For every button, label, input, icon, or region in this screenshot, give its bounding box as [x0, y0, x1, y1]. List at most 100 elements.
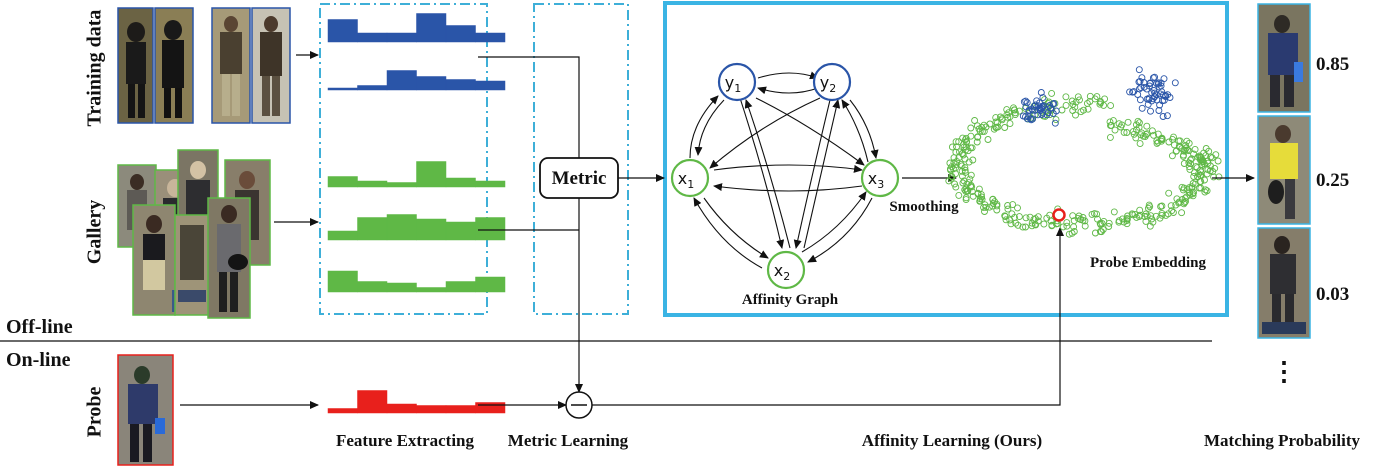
embedding-point-gallery-210 [1215, 173, 1223, 181]
embedding-point-gallery-181 [1190, 173, 1198, 180]
embedding-point-gallery-386 [1143, 130, 1151, 138]
embedding-point-training-523 [1137, 84, 1145, 92]
embedding-point-gallery-362 [1193, 164, 1201, 172]
gallery-image-7 [207, 197, 251, 319]
embedding-point-training-506 [1160, 96, 1168, 104]
node-x1-label: x1 [678, 169, 694, 191]
embedding-point-gallery-353 [961, 168, 969, 176]
embedding-point-gallery-419 [1106, 133, 1114, 141]
embedding-point-gallery-337 [1081, 217, 1089, 225]
feature-box [319, 3, 488, 315]
embedding-point-training-510 [1145, 96, 1153, 104]
embedding-point-training-474 [1046, 102, 1054, 109]
embedding-point-gallery-19 [1178, 209, 1186, 217]
embedding-point-gallery-390 [1028, 222, 1036, 230]
embedding-point-gallery-21 [975, 185, 983, 193]
training-image-4 [251, 7, 291, 124]
embedding-point-training-473 [1023, 99, 1031, 107]
embedding-point-training-437 [1037, 89, 1045, 96]
embedding-point-gallery-334 [1001, 212, 1009, 220]
embedding-point-gallery-426 [984, 136, 992, 143]
embedding-point-gallery-251 [976, 197, 984, 205]
embedding-point-gallery-102 [1079, 214, 1087, 221]
embedding-point-gallery-106 [981, 208, 988, 215]
histogram-bar-training-1-1 [327, 19, 358, 43]
embedding-point-gallery-314 [1014, 221, 1022, 229]
embedding-point-gallery-308 [946, 159, 954, 167]
embedding-point-gallery-350 [974, 133, 982, 141]
embedding-point-gallery-331 [952, 148, 960, 156]
embedding-point-gallery-423 [1209, 168, 1217, 175]
embedding-point-gallery-340 [1185, 163, 1193, 171]
embedding-point-gallery-356 [1131, 210, 1139, 218]
embedding-point-gallery-192 [1069, 212, 1077, 220]
embedding-point-gallery-279 [1185, 147, 1193, 155]
embedding-point-training-529 [1162, 93, 1169, 101]
embedding-point-gallery-427 [1175, 142, 1183, 150]
embedding-point-training-472 [1023, 115, 1031, 123]
stage-label-metric: Metric Learning [508, 431, 629, 450]
embedding-point-gallery-317 [1190, 150, 1198, 158]
embedding-point-gallery-97 [1143, 122, 1151, 130]
embedding-point-gallery-211 [1150, 131, 1158, 139]
embedding-point-gallery-249 [1011, 111, 1019, 119]
embedding-point-gallery-147 [982, 123, 990, 131]
node-x2-label: x2 [774, 261, 790, 283]
embedding-point-gallery-396 [1172, 147, 1180, 155]
embedding-point-gallery-351 [1214, 157, 1222, 165]
embedding-point-gallery-280 [1001, 213, 1009, 220]
embedding-point-gallery-392 [1187, 156, 1194, 164]
embedding-point-gallery-241 [1181, 146, 1189, 154]
embedding-point-training-527 [1140, 79, 1148, 86]
embedding-point-gallery-378 [1185, 139, 1193, 147]
histogram-bar-gallery-3-6 [475, 276, 506, 293]
histogram-bar-training-1-5 [445, 25, 476, 43]
embedding-point-training-455 [1039, 94, 1047, 102]
embedding-point-training-511 [1135, 66, 1143, 74]
online-label: On-line [6, 349, 71, 371]
embedding-point-gallery-144 [967, 132, 975, 140]
node-x2: x2 [766, 250, 806, 290]
embedding-point-gallery-388 [992, 123, 1000, 131]
embedding-point-gallery-415 [1097, 221, 1105, 229]
embedding-point-gallery-412 [959, 179, 967, 187]
embedding-point-gallery-278 [1183, 186, 1191, 194]
embedding-point-gallery-425 [961, 164, 969, 172]
node-x1: x1 [670, 158, 710, 198]
embedding-point-gallery-154 [1180, 184, 1188, 192]
embedding-point-training-454 [1030, 103, 1038, 110]
embedding-point-gallery-232 [1015, 107, 1023, 115]
embedding-point-gallery-364 [1106, 118, 1114, 126]
histogram-bar-gallery-3-4 [416, 287, 447, 293]
embedding-point-gallery-319 [1154, 130, 1162, 138]
embedding-point-gallery-346 [1107, 102, 1115, 110]
embedding-point-gallery-333 [1154, 138, 1162, 146]
embedding-point-gallery-47 [1210, 173, 1218, 181]
embedding-point-training-513 [1138, 104, 1146, 112]
embedding-point-gallery-389 [1197, 154, 1205, 162]
embedding-point-gallery-163 [1144, 204, 1152, 212]
embedding-point-gallery-62 [969, 156, 977, 164]
embedding-point-training-450 [1049, 110, 1057, 117]
embedding-point-gallery-200 [1105, 219, 1113, 227]
embedding-point-training-468 [1025, 107, 1033, 115]
embedding-point-gallery-416 [1097, 97, 1104, 105]
matching-images [1257, 3, 1311, 339]
embedding-point-training-447 [1050, 100, 1058, 107]
embedding-point-gallery-424 [989, 196, 997, 203]
histogram-bar-gallery-2-4 [416, 218, 447, 241]
embedding-point-training-441 [1020, 98, 1028, 106]
embedding-point-gallery-379 [1098, 220, 1106, 227]
embedding-point-gallery-143 [993, 206, 1001, 214]
embedding-point-gallery-100 [948, 143, 956, 151]
embedding-point-gallery-204 [1123, 220, 1131, 228]
affinity-frame [663, 1, 1229, 317]
embedding-point-gallery-258 [1046, 111, 1054, 119]
match-image-1 [1257, 3, 1311, 113]
embedding-point-gallery-150 [1180, 160, 1188, 167]
histogram-bar-gallery-1-1 [327, 176, 358, 188]
embedding-point-gallery-305 [1107, 122, 1114, 130]
embedding-point-gallery-71 [1004, 205, 1012, 213]
histogram-bar-training-2-1 [327, 87, 358, 91]
embedding-point-gallery-381 [958, 150, 966, 157]
